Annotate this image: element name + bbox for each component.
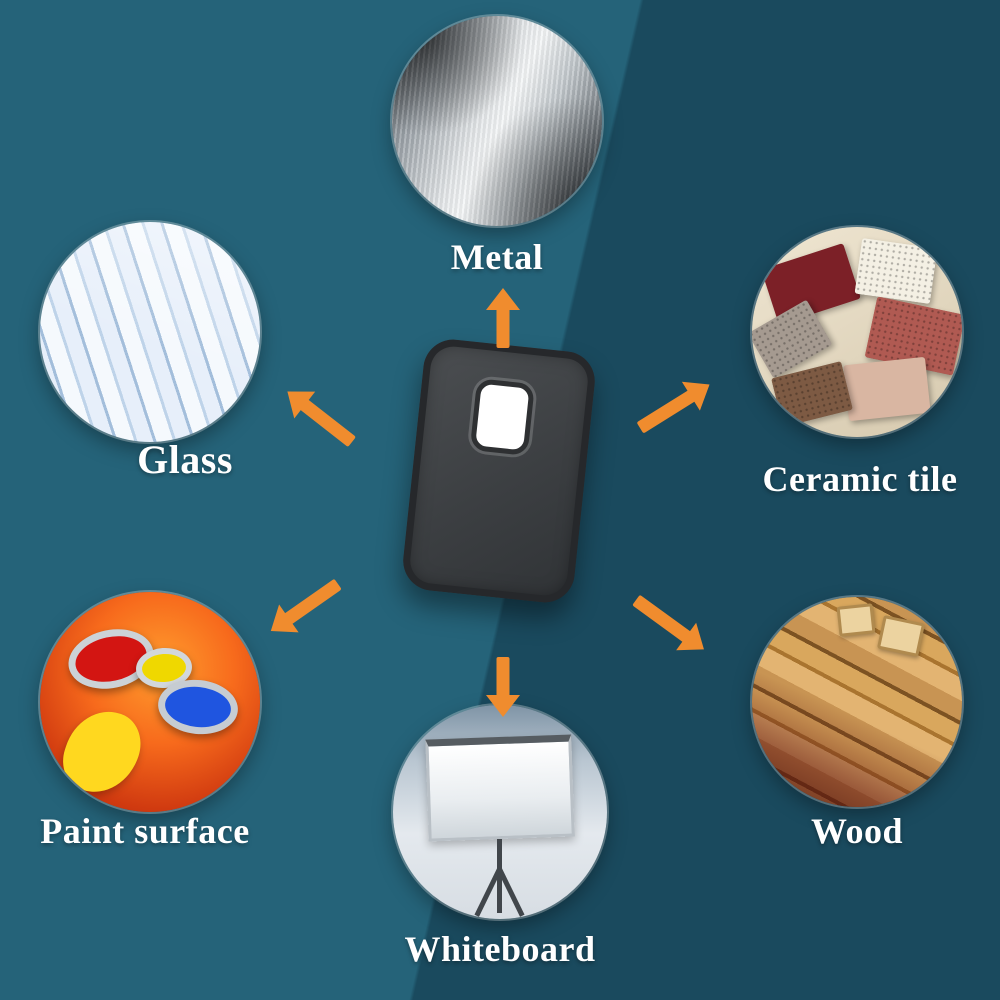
brushed-metal-photo — [392, 16, 602, 226]
paint-surface-label: Paint surface — [40, 811, 250, 851]
wood-label: Wood — [810, 811, 904, 851]
tripod-leg — [497, 869, 502, 913]
arrow-shaft — [496, 657, 510, 697]
phone-case-image — [400, 336, 598, 606]
glass-label: Glass — [137, 437, 233, 482]
arrow-head — [486, 288, 520, 310]
whiteboard-label: Whiteboard — [404, 929, 596, 969]
camera-cutout — [469, 378, 535, 456]
arrow-shaft — [496, 308, 510, 348]
ceramic-tile-label: Ceramic tile — [762, 459, 958, 499]
arrow-down-icon — [486, 657, 520, 717]
paint-cans-photo — [40, 592, 260, 812]
wood-end-grain — [836, 603, 876, 637]
wood-planks-photo — [752, 597, 962, 807]
ceramic-tile-pink — [843, 356, 931, 422]
glass-sheets-photo — [40, 222, 260, 442]
ceramic-tiles-photo — [752, 227, 962, 437]
arrow-down-right-icon — [626, 586, 714, 664]
projector-screen-photo — [393, 705, 607, 919]
arrow-shaft — [636, 389, 697, 434]
screen-pole — [497, 839, 502, 873]
wood-end-grain — [876, 615, 926, 657]
arrow-head — [486, 695, 520, 717]
arrow-shaft — [283, 578, 342, 625]
metal-label: Metal — [450, 237, 544, 277]
paint-splash — [54, 700, 150, 804]
arrow-up-right-icon — [631, 370, 719, 442]
projector-screen — [425, 734, 575, 842]
ceramic-tile-white — [854, 237, 938, 305]
arrow-up-icon — [486, 288, 520, 348]
arrow-down-left-icon — [261, 570, 348, 645]
arrow-shaft — [299, 398, 357, 448]
arrow-shaft — [632, 594, 692, 643]
